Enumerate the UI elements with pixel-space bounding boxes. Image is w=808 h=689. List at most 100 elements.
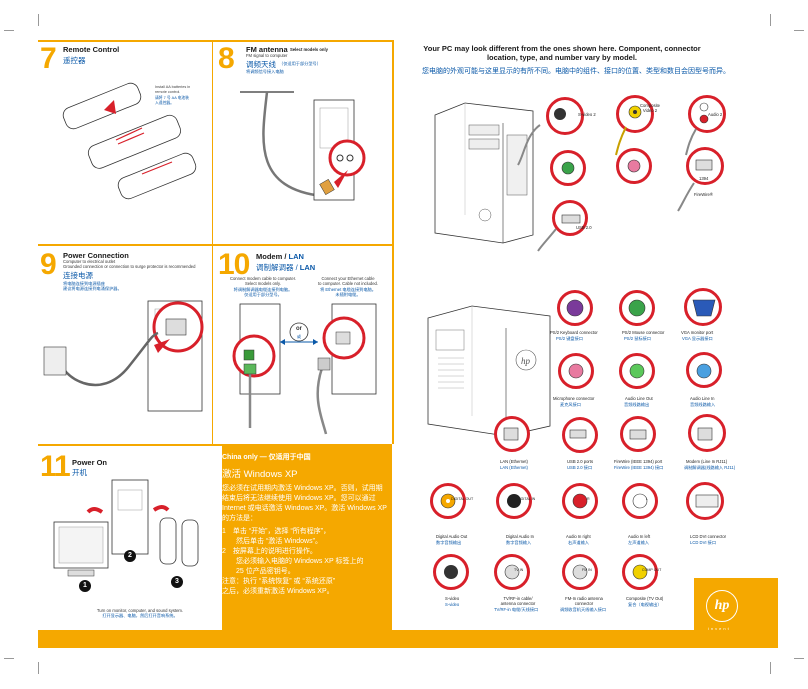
power-on-note-cn: 打开显示器、电脑，然后打开音响系统。 bbox=[102, 613, 178, 618]
battery-note-cn: 请将 7 号 AA 电池装 bbox=[155, 96, 189, 100]
section-sub: Grounded connection or connection to sur… bbox=[63, 264, 196, 269]
digital-audio-out-port bbox=[430, 483, 466, 519]
section-title-cn: 调频天线 bbox=[246, 60, 276, 69]
port-label: Composite (TV Out) bbox=[626, 596, 664, 601]
battery-note: remote control. bbox=[155, 90, 181, 94]
step-circle-1: 1 bbox=[83, 582, 87, 589]
modem-instruction: Connect modem cable to computer. bbox=[229, 276, 297, 281]
battery-note-cn: 入遥控器。 bbox=[155, 101, 174, 105]
composite-out-port bbox=[622, 554, 658, 590]
bottom-band bbox=[38, 630, 778, 648]
port-label-cn: 调频收音机天线输入接口 bbox=[560, 607, 607, 612]
port-label-cn: PS/2 鼠标接口 bbox=[624, 336, 651, 341]
section-sub-cn: 将电脑连接到电源插座 bbox=[63, 281, 105, 286]
port-label: Microphone connector bbox=[553, 396, 595, 401]
section-title: FM antenna bbox=[246, 45, 288, 54]
power-on-note: Turn on monitor, computer, and sound sys… bbox=[96, 608, 184, 613]
modem-instruction: Select models only. bbox=[245, 281, 281, 286]
section-title: Remote Control bbox=[63, 45, 120, 54]
section-title: Modem / LAN bbox=[256, 252, 304, 261]
connector-disclaimer: Your PC may look different from the ones… bbox=[423, 44, 701, 62]
port-label: Modem (Line In RJ11) bbox=[686, 459, 728, 464]
jack-label: COMP OUT bbox=[642, 568, 662, 572]
section-sub-cn: 将调频信号接入电脑 bbox=[246, 69, 284, 74]
step-number: 8 bbox=[218, 42, 235, 75]
port-label: TV/RF-in cable/ antenna connector bbox=[500, 596, 536, 606]
crop-mark bbox=[4, 30, 14, 31]
activation-step: 您必须输入电脑的 Windows XP 标签上的 bbox=[222, 558, 364, 565]
activation-step: 然后单击 “激活 Windows”。 bbox=[222, 538, 322, 545]
step-number: 11 bbox=[40, 450, 71, 483]
crop-mark bbox=[794, 30, 804, 31]
section-sub: Computer to electrical outlet bbox=[63, 259, 116, 264]
port-label-cn: 数字音频输入 bbox=[506, 540, 532, 545]
port-label-cn: 音频线路输入 bbox=[690, 402, 716, 407]
activation-step: 25 位产品密钥号。 bbox=[222, 568, 295, 575]
jack-label: L bbox=[646, 497, 648, 501]
port-label-cn: 复合（电视输出） bbox=[628, 602, 662, 607]
section-title: Power Connection bbox=[63, 251, 129, 260]
jack-label: R bbox=[587, 497, 590, 501]
port-label: FireWire® bbox=[694, 192, 713, 197]
port-label-cn: TV/RF-in 电缆/天线接口 bbox=[494, 607, 539, 612]
activation-note: 之后，必须重新激活 Windows XP。 bbox=[222, 588, 334, 595]
svg-text:hp: hp bbox=[521, 356, 531, 366]
inner-rule bbox=[212, 40, 213, 444]
modem-lan-illustration bbox=[232, 303, 377, 435]
crop-mark bbox=[770, 662, 771, 674]
activation-note: 注意：执行 “系统恢复” 或 “系统还原” bbox=[222, 578, 336, 585]
port-label-cn: 音频线路输出 bbox=[624, 402, 650, 407]
port-label: Audio 2 bbox=[708, 112, 723, 117]
port-label-cn: S-video bbox=[445, 602, 460, 607]
port-label-cn: 右声道输入 bbox=[568, 540, 589, 545]
section-title: Power On bbox=[72, 458, 108, 467]
digital-audio-in-port bbox=[496, 483, 532, 519]
port-label: PS/2 Keyboard connector bbox=[550, 330, 598, 335]
windows-panel bbox=[222, 446, 392, 630]
activation-step: 2 按屏幕上的说明进行操作。 bbox=[222, 548, 317, 555]
crop-mark bbox=[38, 662, 39, 674]
battery-note: Install AA batteries in bbox=[155, 85, 191, 89]
jack-label: DIGITAL OUT bbox=[451, 497, 474, 501]
row3-glyphs bbox=[503, 427, 713, 441]
tv-in-port bbox=[494, 554, 530, 590]
port-label-cn: LAN (Ethernet) bbox=[500, 465, 528, 470]
fm-in-port bbox=[562, 554, 598, 590]
crop-mark bbox=[770, 14, 771, 26]
port-label: Audio Line Out bbox=[625, 396, 653, 401]
select-models: Select models only bbox=[290, 47, 328, 52]
activation-title: 激活 Windows XP bbox=[222, 469, 298, 480]
port-label-cn: 麦克风接口 bbox=[560, 402, 581, 407]
remote-control-illustration bbox=[62, 82, 197, 200]
front-port-glyphs bbox=[517, 102, 713, 252]
section-title-cn: 遥控器 bbox=[63, 56, 86, 65]
port-label-cn: 左声道输入 bbox=[628, 540, 649, 545]
port-label: FM-In radio antenna connector bbox=[565, 596, 603, 606]
port-label-cn: 数字音频输出 bbox=[436, 540, 462, 545]
select-models-cn: （仅适用于部分型号） bbox=[279, 61, 321, 66]
section-sub-cn: 建议将电源连接到电涌保护器。 bbox=[63, 286, 122, 291]
audio-in-right-port bbox=[562, 483, 598, 519]
lan-instruction: Connect your Ethernet cable bbox=[321, 276, 375, 281]
row4-glyphs bbox=[440, 493, 719, 509]
audio2-port bbox=[688, 95, 726, 133]
step-number: 10 bbox=[218, 248, 250, 281]
modem-instruction-cn: 将调制解调器电缆连接到电脑。 bbox=[233, 287, 293, 292]
port-label: Digital Audio In bbox=[506, 534, 534, 539]
lan-instruction: to computer. Cable not included. bbox=[317, 281, 379, 286]
hp-logo: hp bbox=[706, 590, 738, 622]
power-connection-illustration bbox=[43, 300, 204, 412]
activation-step: 1 单击 “开始”，选择 “所有程序”， bbox=[222, 528, 331, 535]
port-label-cn: PS/2 键盘接口 bbox=[556, 336, 583, 341]
row1-glyphs bbox=[566, 299, 716, 317]
lan-instruction-cn: 未随附电缆。 bbox=[335, 292, 361, 297]
windows-activation: China only — 仅适用于中国 激活 Windows XP 您必须在试用… bbox=[222, 452, 392, 630]
invent-tagline: invent bbox=[708, 626, 731, 631]
column-rule bbox=[392, 40, 394, 444]
china-only-tag: China only — 仅适用于中国 bbox=[222, 454, 311, 461]
activation-paragraph: 您必须在试用期内激活 Windows XP。否则，试用期结束后将无法继续使用 W… bbox=[222, 485, 387, 522]
crop-mark bbox=[38, 14, 39, 26]
lan-instruction-cn: 将 Ethernet 电缆连接到电脑。 bbox=[320, 287, 376, 292]
section-title-cn: 调制解调器 / LAN bbox=[256, 263, 316, 272]
row5-glyphs bbox=[444, 564, 648, 580]
